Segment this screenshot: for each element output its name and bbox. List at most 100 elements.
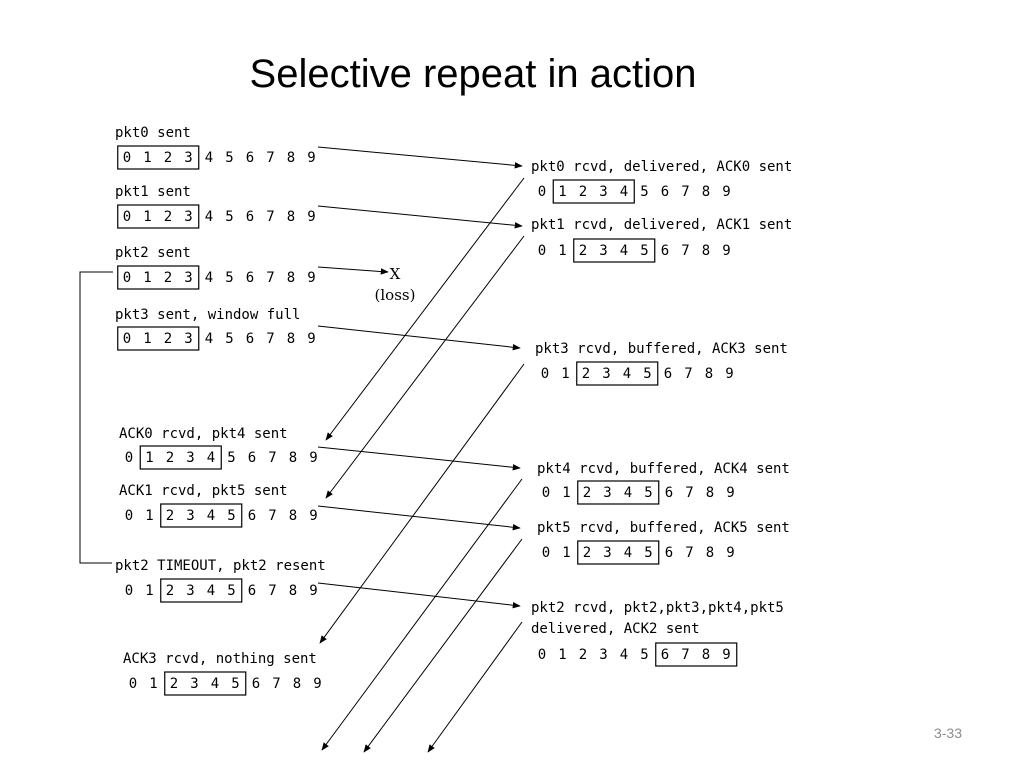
seq-number: 6 [661,647,669,663]
sender-event-label: ACK1 rcvd, pkt5 sent [119,483,288,499]
seq-number: 9 [309,450,317,466]
seq-number: 2 [579,184,587,200]
seq-number: 7 [684,366,692,382]
sender-event-label: pkt0 sent [115,125,191,141]
window-box [573,238,656,263]
seq-number: 6 [246,331,254,347]
seq-number: 2 [582,366,590,382]
seq-number: 9 [307,150,315,166]
seq-number: 8 [702,184,710,200]
receiver-event-label: pkt0 rcvd, delivered, ACK0 sent [531,159,792,175]
seq-number: 4 [620,184,628,200]
message-arrow [427,621,523,753]
seq-number: 8 [289,508,297,524]
message-arrow [317,505,521,531]
seq-number: 4 [207,508,215,524]
seq-number: 5 [227,508,235,524]
message-arrow [317,146,523,169]
seq-number: 1 [145,583,153,599]
seq-number: 6 [248,508,256,524]
seq-number: 6 [246,150,254,166]
receiver-event-label-2: delivered, ACK2 sent [531,621,700,637]
seq-number: 8 [287,270,295,286]
seq-number: 0 [538,243,546,259]
seq-number: 1 [558,243,566,259]
seq-number: 7 [685,485,693,501]
seq-number: 7 [266,331,274,347]
message-arrow [317,266,389,275]
receiver-event-label: pkt2 rcvd, pkt2,pkt3,pkt4,pkt5 [531,600,784,616]
seq-number: 1 [561,366,569,382]
seq-number: 5 [225,331,233,347]
message-arrow [317,205,523,229]
seq-number: 5 [225,270,233,286]
seq-number: 2 [164,150,172,166]
seq-number: 4 [207,450,215,466]
seq-number: 6 [252,676,260,692]
seq-number: 5 [644,545,652,561]
seq-number: 9 [307,331,315,347]
seq-number: 1 [149,676,157,692]
page-number: 3-33 [933,725,962,741]
seq-number: 4 [207,583,215,599]
seq-number: 5 [227,450,235,466]
seq-number: 2 [579,243,587,259]
seq-number: 4 [623,366,631,382]
seq-number: 1 [145,450,153,466]
seq-number: 3 [599,184,607,200]
seq-number: 3 [603,545,611,561]
seq-number: 0 [125,583,133,599]
window-box [577,540,660,565]
seq-number: 3 [186,583,194,599]
seq-number: 5 [640,243,648,259]
seq-number: 3 [184,150,192,166]
message-arrow [325,177,525,441]
seq-number: 2 [583,545,591,561]
seq-number: 6 [661,184,669,200]
message-arrows [317,146,525,753]
seq-number: 0 [129,676,137,692]
seq-number: 6 [246,270,254,286]
seq-number: 3 [186,508,194,524]
seq-number: 2 [583,485,591,501]
seq-number: 9 [309,508,317,524]
seq-number: 3 [603,485,611,501]
seq-number: 9 [722,647,730,663]
seq-number: 4 [624,545,632,561]
slide-title: Selective repeat in action [249,52,697,96]
seq-number: 5 [640,647,648,663]
window-box [577,480,660,505]
seq-number: 8 [289,583,297,599]
seq-number: 8 [287,331,295,347]
seq-number: 3 [599,243,607,259]
seq-number: 3 [602,366,610,382]
loss-marker: X (loss) [375,265,416,304]
seq-number: 4 [205,150,213,166]
seq-number: 1 [143,209,151,225]
message-arrow [317,582,521,609]
seq-number: 6 [661,243,669,259]
seq-number: 0 [123,270,131,286]
seq-number: 1 [562,485,570,501]
seq-number: 0 [538,647,546,663]
seq-number: 4 [620,243,628,259]
window-box [655,642,738,667]
loss-x-mark: X [390,265,401,283]
loss-label: (loss) [375,286,416,304]
seq-number: 6 [248,450,256,466]
message-arrow [325,235,525,499]
seq-number: 4 [620,647,628,663]
seq-number: 2 [579,647,587,663]
receiver-event-label: pkt3 rcvd, buffered, ACK3 sent [535,341,788,357]
window-box [139,445,222,470]
message-arrow [363,538,523,753]
